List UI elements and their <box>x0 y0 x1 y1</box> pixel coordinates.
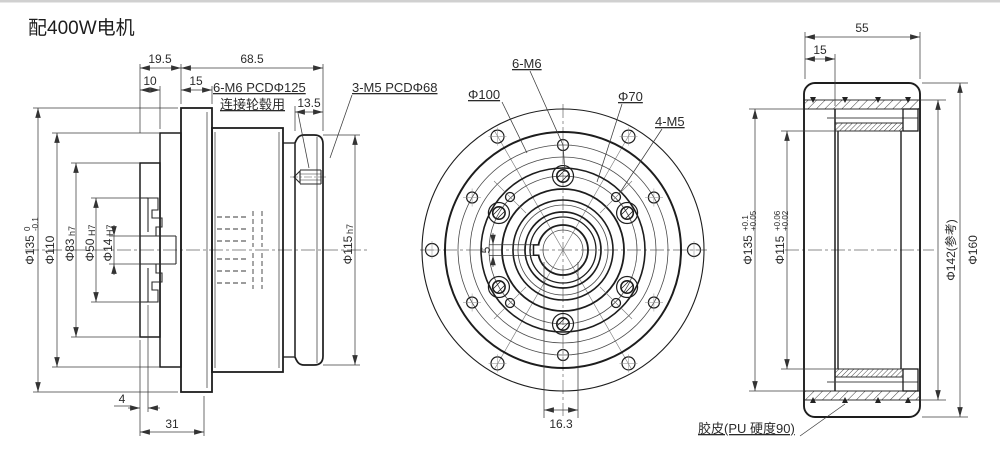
dim-68-5: 68.5 <box>240 52 264 66</box>
label-3m5-pcd68: 3-M5 PCDΦ68 <box>352 80 438 95</box>
svg-text:H7: H7 <box>87 224 97 236</box>
svg-text:+0.05: +0.05 <box>749 210 758 231</box>
dia-83-label: Φ83 h7 <box>63 226 77 261</box>
svg-text:Φ110: Φ110 <box>43 235 57 264</box>
dia-135-right-label: Φ135 +0.1 +0.05 <box>741 210 758 265</box>
svg-text:-0.1: -0.1 <box>31 217 40 231</box>
front-view-dimensions <box>489 70 663 418</box>
svg-text:Φ135: Φ135 <box>23 235 37 265</box>
front-view: 5 16.3 6-M6 Φ100 Φ70 4-M5 <box>420 56 707 431</box>
dia-135-label: Φ135 0 -0.1 <box>23 217 40 265</box>
pu-band-top <box>803 99 921 110</box>
hidden-spline-lines <box>217 211 263 289</box>
dim-19-5: 19.5 <box>148 52 172 66</box>
svg-text:+0.1: +0.1 <box>741 215 750 231</box>
svg-text:Φ115: Φ115 <box>341 235 355 264</box>
dia-115-right-label: Φ115 +0.06 +0.02 <box>773 210 790 264</box>
dim-13-5: 13.5 <box>297 96 321 110</box>
dia-110-label: Φ110 <box>43 235 57 264</box>
dia-160-label: Φ160 <box>966 235 980 265</box>
svg-text:Φ83: Φ83 <box>63 238 77 261</box>
svg-text:Φ14: Φ14 <box>101 238 115 261</box>
dim-55: 55 <box>855 21 869 35</box>
label-d70: Φ70 <box>618 89 643 104</box>
right-view: 55 15 Φ135 +0.1 +0.05 Φ115 +0.06 +0.02 Φ… <box>698 21 980 437</box>
dim-15-right: 15 <box>813 43 827 57</box>
cap-screw <box>290 169 327 185</box>
dia-50-label: Φ50 H7 <box>83 224 97 261</box>
svg-text:Φ160: Φ160 <box>966 235 980 265</box>
label-rubber: 胶皮(PU 硬度90) <box>698 421 795 436</box>
construction-line-120 <box>493 129 633 371</box>
svg-text:Φ135: Φ135 <box>741 235 755 265</box>
label-4m5: 4-M5 <box>655 114 685 129</box>
dim-31: 31 <box>165 417 179 431</box>
dim-15: 15 <box>189 74 203 88</box>
ring-section-bottom <box>834 368 904 378</box>
socket-screws <box>487 164 639 336</box>
svg-text:0: 0 <box>23 226 32 231</box>
m5-holes <box>493 180 633 320</box>
svg-text:Φ142(参考): Φ142(参考) <box>943 219 958 281</box>
dim-4: 4 <box>119 392 126 406</box>
dia-14-label: Φ14 H7 <box>101 224 115 261</box>
label-d100: Φ100 <box>468 87 500 102</box>
svg-text:Φ50: Φ50 <box>83 238 97 261</box>
svg-text:H7: H7 <box>105 224 115 236</box>
dim-10: 10 <box>143 74 157 88</box>
svg-text:h7: h7 <box>345 224 355 234</box>
right-view-dimensions <box>749 32 968 437</box>
right-view-outline <box>803 82 921 418</box>
dia-115-label: Φ115 h7 <box>341 224 355 264</box>
concentric-circles <box>421 108 705 392</box>
surface-marks <box>810 97 911 403</box>
left-view-dimensions <box>33 64 360 436</box>
pu-band-bottom <box>803 390 921 401</box>
dia-142-label: Φ142(参考) <box>943 219 958 281</box>
label-6m6: 6-M6 <box>512 56 542 71</box>
svg-text:h7: h7 <box>67 226 77 236</box>
pcd100-holes <box>463 136 663 364</box>
label-hub-note: 连接轮毂用 <box>220 97 285 112</box>
left-view: 19.5 68.5 10 15 13.5 4 31 6-M6 PCDΦ125 连… <box>23 52 438 436</box>
ring-section-top <box>834 122 904 132</box>
keyway-width-dim: 5 <box>479 246 493 253</box>
dim-16-3: 16.3 <box>549 417 573 431</box>
label-6m6-pcd125: 6-M6 PCDΦ125 <box>213 80 306 95</box>
drawing-title: 配400W电机 <box>28 17 135 39</box>
keyway <box>532 244 540 257</box>
scan-edge <box>0 0 1000 3</box>
svg-text:+0.02: +0.02 <box>781 210 790 231</box>
svg-text:Φ115: Φ115 <box>773 235 787 264</box>
svg-text:5: 5 <box>479 246 493 253</box>
outer-mount-holes <box>423 127 703 373</box>
svg-text:+0.06: +0.06 <box>773 210 782 231</box>
